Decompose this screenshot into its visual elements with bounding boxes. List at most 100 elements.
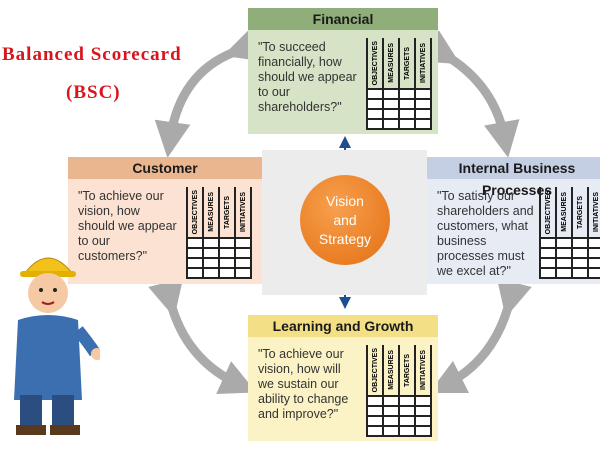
grid-cell xyxy=(587,267,600,279)
grid-header-label: INITIATIVES xyxy=(419,43,427,83)
learning-question: "To achieve our vision, how will we sust… xyxy=(258,347,349,421)
grid-header-label: TARGETS xyxy=(576,195,584,229)
grid-cell xyxy=(555,237,573,249)
grid-cell xyxy=(382,88,400,100)
financial-question: "To succeed financially, how should we a… xyxy=(258,40,357,114)
grid-cell xyxy=(414,118,432,130)
grid-header-label: MEASURES xyxy=(387,43,395,83)
grid-cell xyxy=(366,88,384,100)
grid-cell xyxy=(398,88,416,100)
grid-header-label: TARGETS xyxy=(223,195,231,229)
grid-header: MEASURES xyxy=(382,38,400,89)
grid-cell xyxy=(202,237,220,249)
learning-title: Learning and Growth xyxy=(248,315,438,337)
internal-title: Internal Business Processes xyxy=(427,157,600,198)
grid-header-label: OBJECTIVES xyxy=(544,189,552,235)
grid-header: MEASURES xyxy=(202,187,220,238)
customer-box: Customer "To achieve our vision, how sho… xyxy=(68,157,262,284)
grid-header-label: MEASURES xyxy=(387,350,395,390)
grid-header: INITIATIVES xyxy=(414,38,432,89)
grid-cell xyxy=(398,405,416,417)
grid-header: MEASURES xyxy=(382,345,400,396)
financial-box: Financial "To succeed financially, how s… xyxy=(248,8,438,134)
grid-cell xyxy=(571,267,589,279)
grid-cell xyxy=(234,267,252,279)
grid-cell xyxy=(414,98,432,110)
internal-question: "To satisfy our shareholders and custome… xyxy=(437,189,534,278)
title-line1: Balanced Scorecard xyxy=(2,44,182,65)
grid-cell xyxy=(555,247,573,259)
arrow-financial-customer xyxy=(154,27,263,158)
grid-header-label: INITIATIVES xyxy=(239,192,247,232)
grid-cell xyxy=(382,425,400,437)
grid-cell xyxy=(186,257,204,269)
grid-header: INITIATIVES xyxy=(587,187,600,238)
grid-header-label: INITIATIVES xyxy=(592,192,600,232)
grid-cell xyxy=(414,425,432,437)
grid-cell xyxy=(539,267,557,279)
financial-title: Financial xyxy=(248,8,438,30)
arrow-customer-learning xyxy=(148,278,257,394)
grid-header-label: MEASURES xyxy=(560,192,568,232)
grid-cell xyxy=(398,98,416,110)
customer-title: Customer xyxy=(68,157,262,179)
grid-cell xyxy=(366,118,384,130)
grid-cell xyxy=(587,257,600,269)
grid-header-label: TARGETS xyxy=(403,46,411,80)
grid-header-label: OBJECTIVES xyxy=(371,40,379,86)
grid-cell xyxy=(539,257,557,269)
grid-header-label: OBJECTIVES xyxy=(371,347,379,393)
grid-cell xyxy=(366,405,384,417)
grid-header-label: INITIATIVES xyxy=(419,350,427,390)
grid-cell xyxy=(234,257,252,269)
center-label-2: and xyxy=(333,211,357,228)
grid-header: OBJECTIVES xyxy=(186,187,204,238)
worker-illustration xyxy=(14,257,100,435)
grid-cell xyxy=(587,237,600,249)
grid-header: INITIATIVES xyxy=(414,345,432,396)
grid-header: OBJECTIVES xyxy=(366,345,384,396)
grid-cell xyxy=(218,247,236,259)
grid-cell xyxy=(366,415,384,427)
grid-cell xyxy=(218,257,236,269)
grid-header: OBJECTIVES xyxy=(366,38,384,89)
grid-cell xyxy=(414,405,432,417)
grid-cell xyxy=(202,267,220,279)
internal-scorecard-grid: OBJECTIVES MEASURES TARGETS INITIATIVES xyxy=(539,187,600,279)
grid-header: OBJECTIVES xyxy=(539,187,557,238)
grid-header: TARGETS xyxy=(398,345,416,396)
grid-cell xyxy=(398,108,416,120)
grid-cell xyxy=(398,425,416,437)
grid-cell xyxy=(555,257,573,269)
grid-cell xyxy=(555,267,573,279)
grid-cell xyxy=(366,108,384,120)
center-label-1: Vision xyxy=(326,192,364,209)
grid-cell xyxy=(366,98,384,110)
grid-cell xyxy=(202,247,220,259)
grid-header-label: TARGETS xyxy=(403,353,411,387)
grid-cell xyxy=(398,118,416,130)
grid-cell xyxy=(218,267,236,279)
grid-cell xyxy=(398,395,416,407)
center-label-3: Strategy xyxy=(318,230,372,247)
grid-header: TARGETS xyxy=(218,187,236,238)
grid-cell xyxy=(186,247,204,259)
grid-cell xyxy=(414,395,432,407)
grid-cell xyxy=(234,247,252,259)
learning-scorecard-grid: OBJECTIVES MEASURES TARGETS INITIATIVES xyxy=(366,345,432,437)
grid-cell xyxy=(587,247,600,259)
internal-box: Internal Business Processes "To satisfy … xyxy=(427,157,600,284)
grid-header-label: OBJECTIVES xyxy=(191,189,199,235)
grid-cell xyxy=(382,405,400,417)
grid-cell xyxy=(234,237,252,249)
customer-question: "To achieve our vision, how should we ap… xyxy=(78,189,177,263)
grid-cell xyxy=(382,395,400,407)
title-line2: (BSC) xyxy=(66,82,121,103)
grid-cell xyxy=(414,108,432,120)
grid-header: INITIATIVES xyxy=(234,187,252,238)
grid-cell xyxy=(382,108,400,120)
grid-cell xyxy=(571,247,589,259)
financial-scorecard-grid: OBJECTIVES MEASURES TARGETS INITIATIVES xyxy=(366,38,432,130)
